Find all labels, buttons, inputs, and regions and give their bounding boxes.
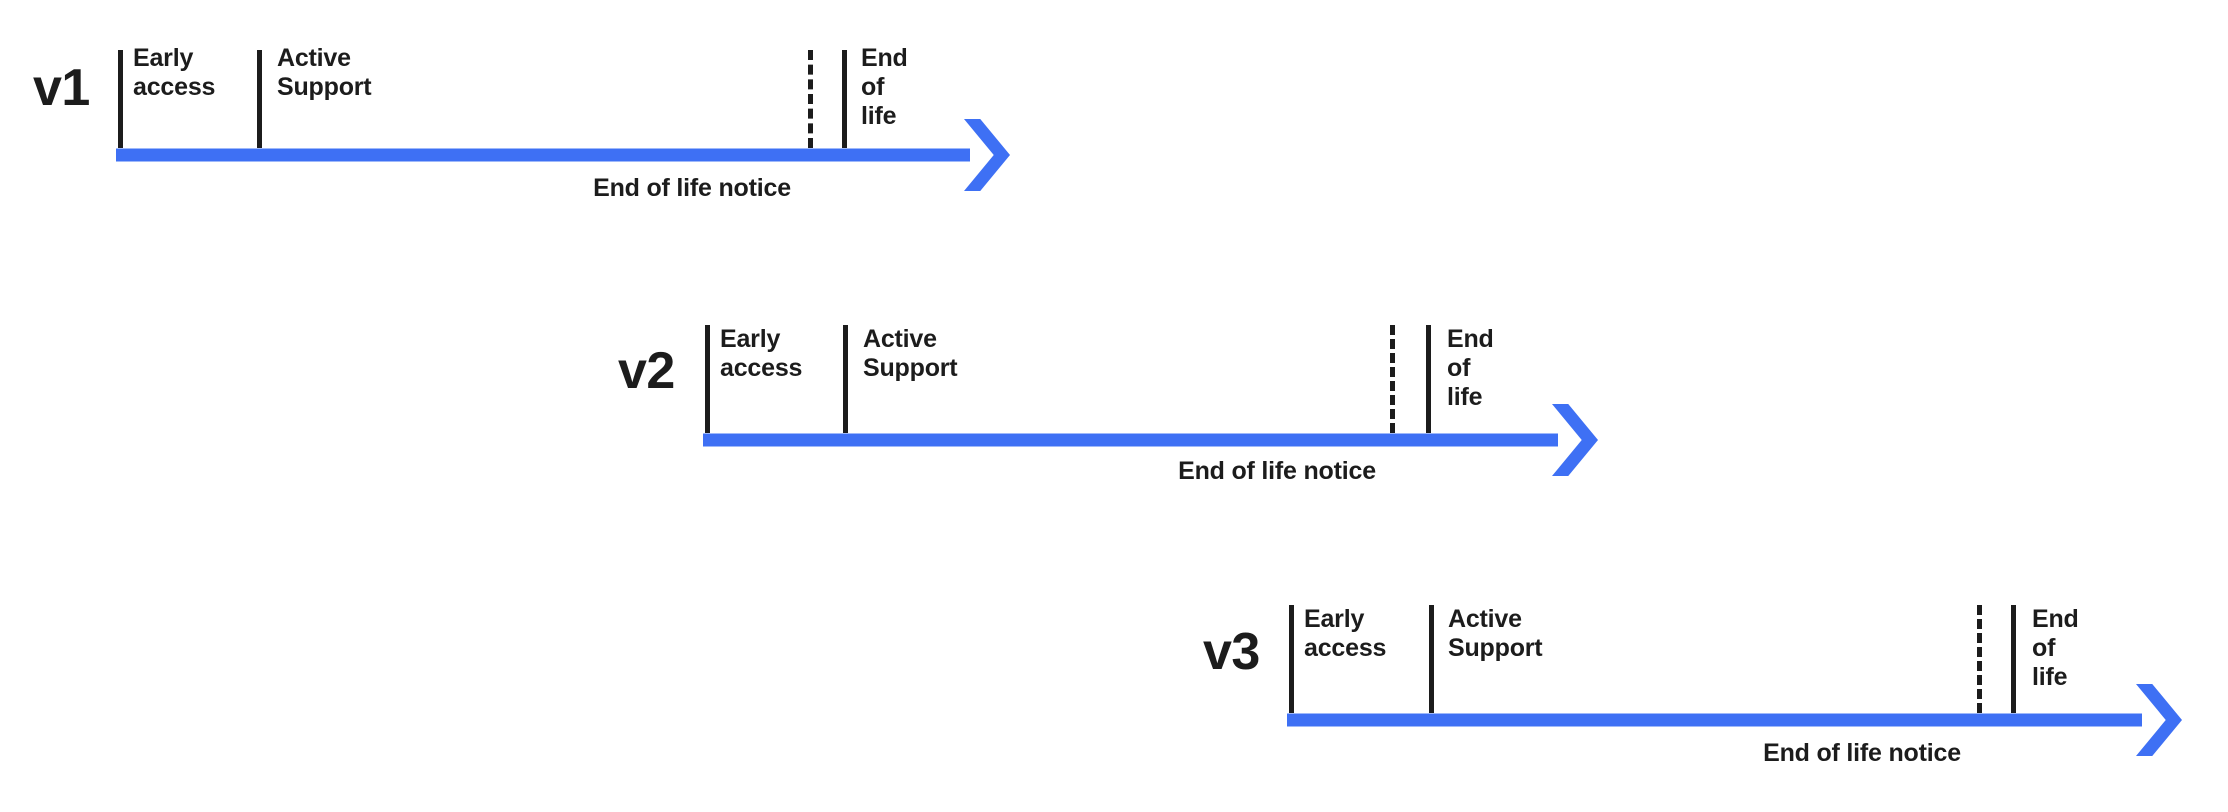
version-label-v2: v2 — [618, 342, 675, 400]
timeline-arrow-v3 — [1287, 683, 2182, 756]
timeline-bar-v2 — [703, 433, 1558, 446]
phase-label-active-support-v2: Active Support — [863, 325, 958, 382]
timeline-arrow-v1 — [116, 118, 1010, 191]
phase-label-end-of-life-v1: End of life — [861, 44, 908, 130]
divider-end-of-life-start-v3 — [2011, 605, 2016, 713]
divider-active-support-start-v2 — [843, 325, 848, 433]
divider-end-of-life-start-v2 — [1426, 325, 1431, 433]
divider-end-of-life-start-v1 — [842, 50, 847, 148]
divider-end-of-life-notice-start-v3 — [1977, 605, 1982, 713]
divider-early-access-start-v3 — [1289, 605, 1294, 713]
notice-label-v2: End of life notice — [1178, 457, 1376, 485]
arrowhead-v3 — [2136, 683, 2182, 756]
divider-end-of-life-notice-start-v1 — [808, 50, 813, 148]
phase-label-active-support-v1: Active Support — [277, 44, 372, 101]
divider-early-access-start-v1 — [118, 50, 123, 148]
arrowhead-v2 — [1552, 403, 1598, 476]
notice-label-v3: End of life notice — [1763, 739, 1961, 767]
phase-label-end-of-life-v3: End of life — [2032, 605, 2079, 691]
timeline-bar-v1 — [116, 148, 970, 161]
phase-label-early-access-v1: Early access — [133, 44, 216, 101]
divider-end-of-life-notice-start-v2 — [1390, 325, 1395, 433]
divider-early-access-start-v2 — [705, 325, 710, 433]
notice-label-v1: End of life notice — [593, 174, 791, 202]
arrowhead-v1 — [964, 118, 1010, 191]
divider-active-support-start-v3 — [1429, 605, 1434, 713]
phase-label-early-access-v2: Early access — [720, 325, 803, 382]
timeline-arrow-v2 — [703, 403, 1598, 476]
phase-label-end-of-life-v2: End of life — [1447, 325, 1494, 411]
timeline-bar-v3 — [1287, 713, 2142, 726]
version-label-v1: v1 — [33, 59, 90, 117]
version-label-v3: v3 — [1203, 623, 1260, 681]
phase-label-early-access-v3: Early access — [1304, 605, 1387, 662]
divider-active-support-start-v1 — [257, 50, 262, 148]
phase-label-active-support-v3: Active Support — [1448, 605, 1543, 662]
